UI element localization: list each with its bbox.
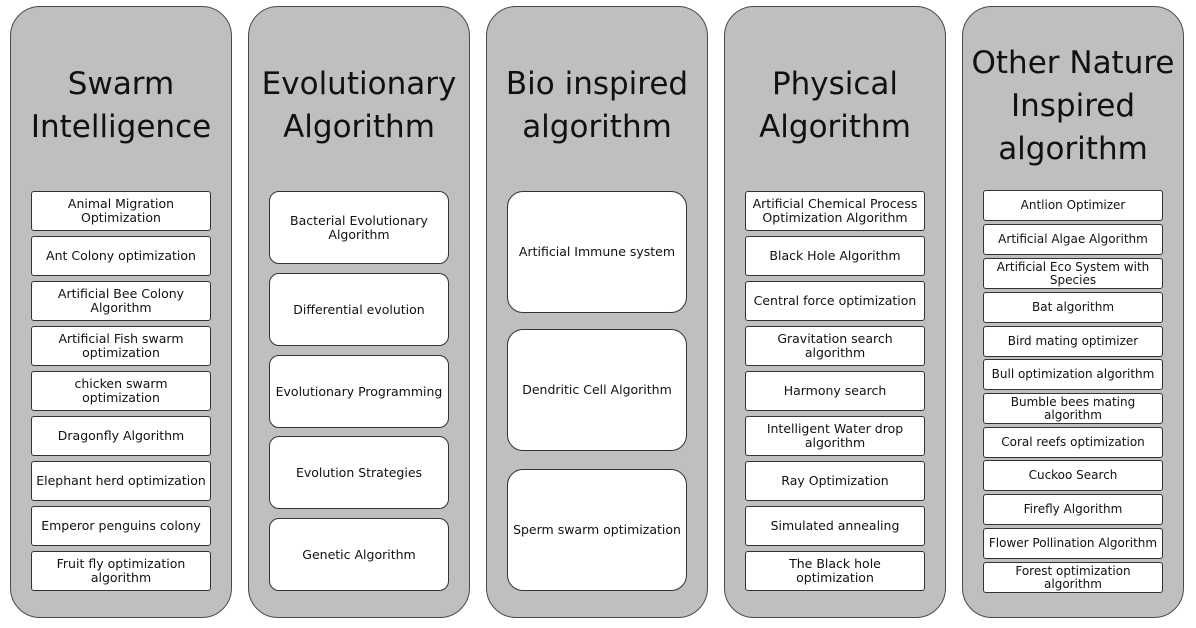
- column-title: Bio inspired algorithm: [505, 66, 689, 145]
- list-item: Bacterial Evolutionary Algorithm: [269, 191, 449, 264]
- list-item: Intelligent Water drop algorithm: [745, 416, 925, 456]
- list-item: Animal Migration Optimization: [31, 191, 211, 231]
- list-item: Ant Colony optimization: [31, 236, 211, 276]
- list-item: Evolutionary Programming: [269, 355, 449, 428]
- column-title: Evolutionary Algorithm: [261, 66, 457, 145]
- list-item: Artificial Bee Colony Algorithm: [31, 281, 211, 321]
- list-item: Artificial Algae Algorithm: [983, 224, 1163, 255]
- list-item: Artificial Immune system: [507, 191, 687, 313]
- list-item: Central force optimization: [745, 281, 925, 321]
- list-item: Simulated annealing: [745, 506, 925, 546]
- list-item: Forest optimization algorithm: [983, 562, 1163, 593]
- list-item: Coral reefs optimization: [983, 427, 1163, 458]
- list-item: Dragonfly Algorithm: [31, 416, 211, 456]
- list-item: Flower Pollination Algorithm: [983, 528, 1163, 559]
- list-item: Bumble bees mating algorithm: [983, 393, 1163, 424]
- list-item: Artificial Eco System with Species: [983, 258, 1163, 289]
- list-item: Dendritic Cell Algorithm: [507, 329, 687, 451]
- list-item: Genetic Algorithm: [269, 518, 449, 591]
- list-item: Elephant herd optimization: [31, 461, 211, 501]
- list-item: Ray Optimization: [745, 461, 925, 501]
- column-title: Other Nature Inspired algorithm: [971, 45, 1175, 167]
- list-item: Differential evolution: [269, 273, 449, 346]
- column-swarm-intelligence: Swarm Intelligence Animal Migration Opti…: [10, 6, 232, 618]
- list-item: Fruit fly optimization algorithm: [31, 551, 211, 591]
- list-item: Gravitation search algorithm: [745, 326, 925, 366]
- list-item: Firefly Algorithm: [983, 494, 1163, 525]
- list-item: Bird mating optimizer: [983, 326, 1163, 357]
- list-item: Bull optimization algorithm: [983, 359, 1163, 390]
- list-item: chicken swarm optimization: [31, 371, 211, 411]
- column-title: Physical Algorithm: [759, 66, 911, 145]
- list-item: The Black hole optimization: [745, 551, 925, 591]
- column-other-nature-inspired-algorithm: Other Nature Inspired algorithm Antlion …: [962, 6, 1184, 618]
- list-item: Evolution Strategies: [269, 436, 449, 509]
- list-item: Black Hole Algorithm: [745, 236, 925, 276]
- list-item: Cuckoo Search: [983, 460, 1163, 491]
- list-item: Sperm swarm optimization: [507, 469, 687, 591]
- list-item: Harmony search: [745, 371, 925, 411]
- list-item: Artificial Fish swarm optimization: [31, 326, 211, 366]
- column-bio-inspired-algorithm: Bio inspired algorithm Artificial Immune…: [486, 6, 708, 618]
- list-item: Emperor penguins colony: [31, 506, 211, 546]
- list-item: Bat algorithm: [983, 292, 1163, 323]
- list-item: Antlion Optimizer: [983, 190, 1163, 221]
- column-evolutionary-algorithm: Evolutionary Algorithm Bacterial Evoluti…: [248, 6, 470, 618]
- column-title: Swarm Intelligence: [30, 66, 212, 145]
- list-item: Artificial Chemical Process Optimization…: [745, 191, 925, 231]
- column-physical-algorithm: Physical Algorithm Artificial Chemical P…: [724, 6, 946, 618]
